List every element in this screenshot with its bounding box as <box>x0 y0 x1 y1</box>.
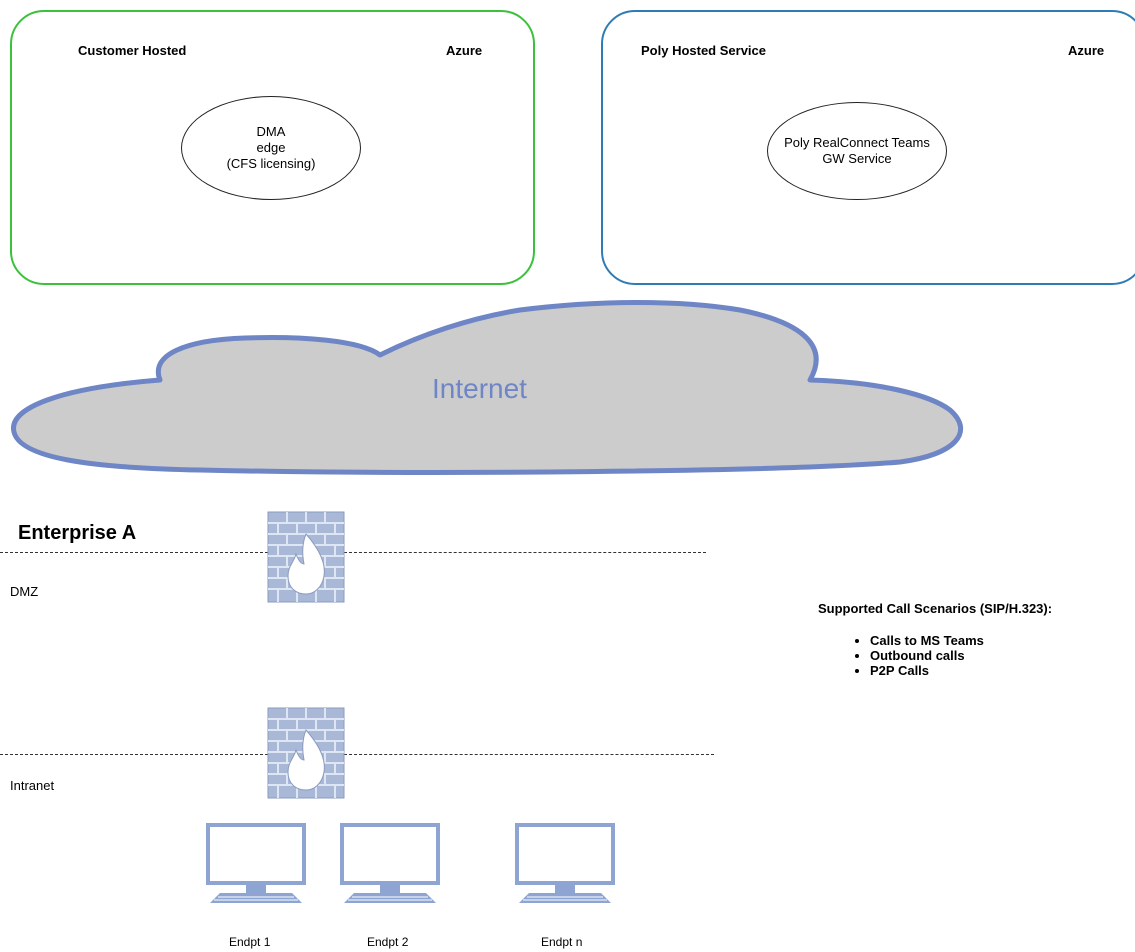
dma-node-line-1: DMA <box>256 124 286 139</box>
dma-edge-node: DMA edge (CFS licensing) <box>181 96 361 200</box>
poly-azure-label: Azure <box>1068 43 1105 58</box>
enterprise-title: Enterprise A <box>18 522 137 544</box>
scenario-item: P2P Calls <box>870 663 984 678</box>
dmz-label: DMZ <box>10 584 39 599</box>
endpoint-label-1: Endpt 1 <box>229 935 271 949</box>
dmz-boundary-line-right <box>344 552 706 553</box>
scenarios-list: Calls to MS Teams Outbound calls P2P Cal… <box>848 633 984 678</box>
poly-realconnect-node: Poly RealConnect Teams GW Service <box>767 102 947 200</box>
firewall-icon <box>267 511 345 603</box>
firewall-icon <box>267 707 345 799</box>
dma-node-line-3: (CFS licensing) <box>226 156 316 171</box>
customer-azure-label: Azure <box>446 43 483 58</box>
poly-hosted-title: Poly Hosted Service <box>641 43 766 58</box>
intranet-label: Intranet <box>10 778 55 793</box>
internet-label: Internet <box>432 373 527 404</box>
poly-node-line-1: Poly RealConnect Teams <box>784 135 930 150</box>
desktop-computer-icon <box>340 823 440 903</box>
scenario-item: Calls to MS Teams <box>870 633 984 648</box>
scenarios-title: Supported Call Scenarios (SIP/H.323): <box>818 601 1053 616</box>
desktop-computer-icon <box>206 823 306 903</box>
intranet-boundary-line-left <box>0 754 268 755</box>
endpoint-label-n: Endpt n <box>541 935 583 949</box>
customer-hosted-box: Customer Hosted Azure DMA edge (CFS lice… <box>10 10 535 285</box>
scenario-item: Outbound calls <box>870 648 984 663</box>
desktop-computer-icon <box>515 823 615 903</box>
endpoint-label-2: Endpt 2 <box>367 935 409 949</box>
intranet-boundary-line-right <box>344 754 714 755</box>
poly-hosted-box: Poly Hosted Service Azure Poly RealConne… <box>601 10 1135 285</box>
dma-node-line-2: edge <box>256 140 286 155</box>
poly-node-line-2: GW Service <box>822 151 892 166</box>
dmz-boundary-line-left <box>0 552 268 553</box>
customer-hosted-title: Customer Hosted <box>78 43 187 58</box>
